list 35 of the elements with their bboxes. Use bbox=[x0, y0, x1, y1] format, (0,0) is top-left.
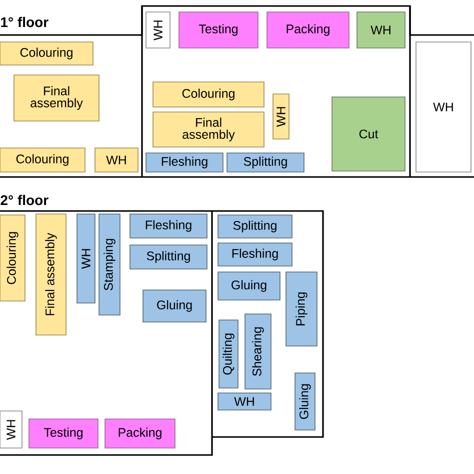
room-box: Splitting bbox=[226, 152, 304, 172]
room-box: Shearing bbox=[244, 314, 272, 390]
room-box: Stamping bbox=[98, 214, 120, 316]
room-box: WH bbox=[218, 392, 272, 410]
room-box: WH bbox=[356, 12, 406, 48]
room-box: Fleshing bbox=[218, 242, 292, 266]
room-box: Packing bbox=[104, 418, 176, 448]
room-box: Colouring bbox=[0, 42, 94, 66]
floor-title: 1° floor bbox=[1, 16, 48, 28]
room-box: Testing bbox=[28, 418, 98, 448]
room-box: Testing bbox=[178, 12, 258, 48]
room-box: Colouring bbox=[152, 82, 264, 108]
room-box: WH bbox=[272, 94, 290, 140]
room-box: Fleshing bbox=[130, 214, 208, 238]
room-box: Cut bbox=[332, 96, 406, 172]
room-box: WH bbox=[146, 12, 170, 48]
room-box: Gluing bbox=[294, 372, 316, 430]
room-box: Quilting bbox=[218, 320, 238, 388]
room-box: Splitting bbox=[218, 214, 292, 238]
room-box: Gluing bbox=[142, 290, 206, 322]
room-box: WH bbox=[94, 148, 138, 172]
room-box: Final assembly bbox=[152, 112, 264, 148]
room-box: Splitting bbox=[130, 244, 208, 270]
room-box: WH bbox=[416, 42, 472, 172]
room-box: Colouring bbox=[0, 214, 26, 302]
room-box: Final assembly bbox=[36, 214, 66, 336]
floor-title: 2° floor bbox=[0, 194, 48, 206]
room-box: Gluing bbox=[218, 272, 280, 300]
room-box: WH bbox=[0, 410, 22, 448]
room-box: Piping bbox=[286, 272, 318, 346]
room-box: Final assembly bbox=[14, 74, 100, 122]
room-box: Packing bbox=[266, 12, 350, 48]
room-box: WH bbox=[76, 214, 96, 304]
room-box: Fleshing bbox=[146, 152, 224, 172]
room-box: Colouring bbox=[0, 148, 86, 172]
